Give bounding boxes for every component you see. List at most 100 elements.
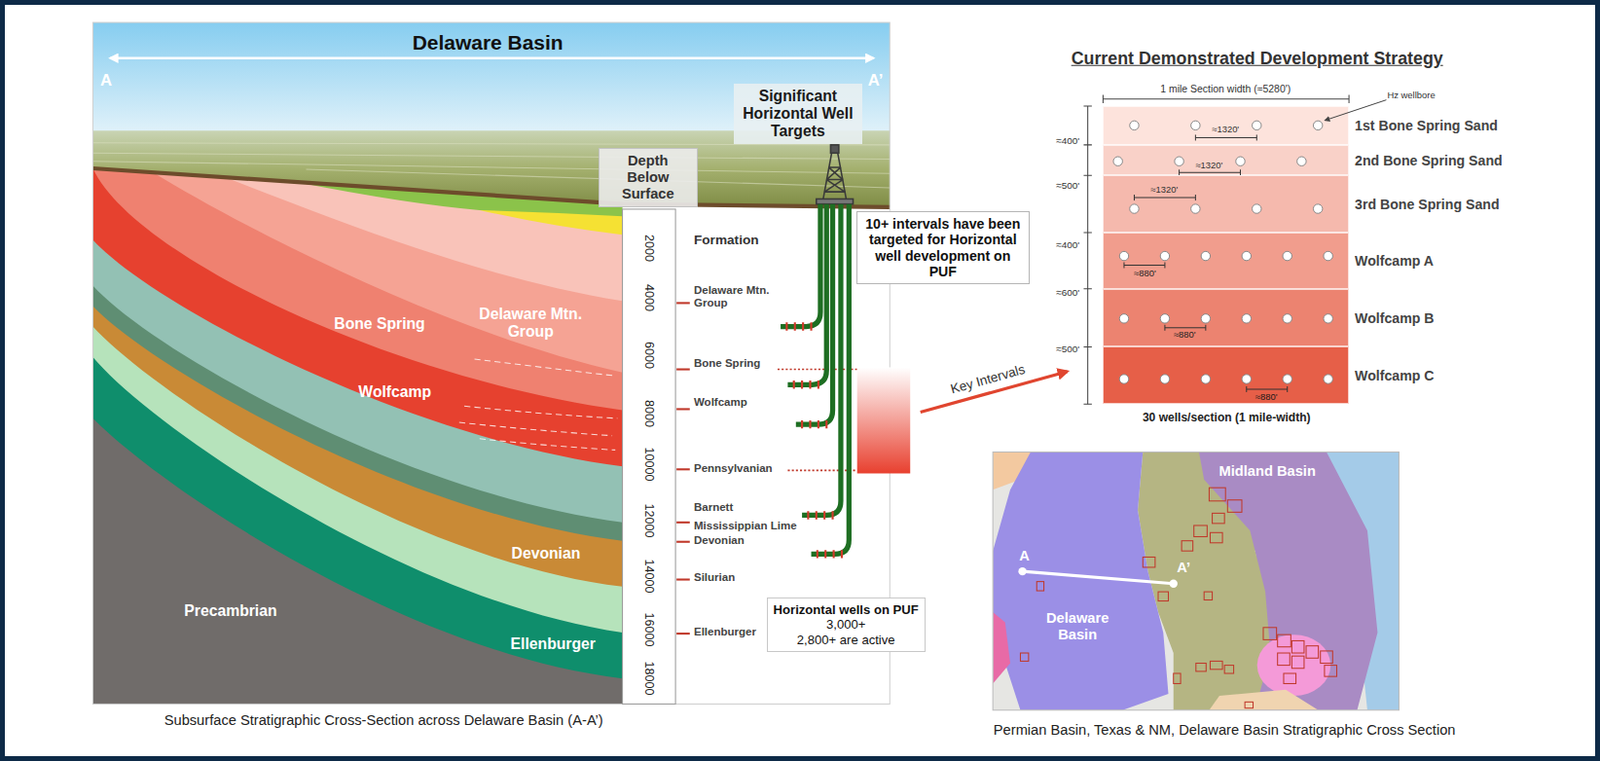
spacing-label: ≈880' (1255, 391, 1278, 402)
thickness-label: ≈500' (1055, 343, 1080, 355)
formation-ticks (676, 302, 691, 634)
well-layout (1103, 145, 1350, 177)
wellbore-marker (1241, 374, 1251, 384)
wellbore-marker (1120, 374, 1129, 384)
depth-value: 14000 (642, 559, 656, 594)
box-heading: Horizontal wells on PUF (773, 602, 919, 618)
arrow-label: Key Intervals (948, 362, 1027, 398)
panel-title: Current Demonstrated Development Strateg… (1071, 48, 1444, 70)
wellbore-marker (1323, 251, 1333, 260)
map-frame (992, 451, 1399, 710)
interval-name: Wolfcamp B (1354, 310, 1434, 327)
depth-value: 4000 (642, 284, 656, 312)
depth-value: 12000 (642, 503, 656, 538)
thickness-label: ≈600' (1055, 287, 1080, 298)
map-section-end: A (1018, 547, 1030, 565)
page-ground (4, 4, 1596, 757)
layer-name: Precambrian (183, 602, 277, 620)
wellbore-marker (1129, 204, 1139, 214)
interval-band: Wolfcamp A (1102, 232, 1349, 290)
formation-name: Pennsylvanian (693, 463, 773, 476)
depth-header-box: Depth Below Surface (598, 147, 698, 208)
depth-value: 10000 (642, 447, 656, 482)
interval-name: 1st Bone Spring Sand (1354, 117, 1498, 134)
dashed-markers (459, 359, 619, 450)
spacing-label: ≈880' (1133, 268, 1157, 280)
callout-arrow (1325, 100, 1387, 121)
spacing-dimension (1179, 169, 1241, 176)
box-value: 3,000+ (773, 617, 919, 632)
spacing-label: ≈1320' (1150, 184, 1178, 196)
wellbore-marker (1120, 251, 1129, 260)
map-region-name: Midland Basin (1219, 463, 1316, 480)
wellbore-marker (1282, 251, 1292, 260)
section-end: A (100, 71, 112, 90)
interval-name: Wolfcamp A (1354, 253, 1434, 269)
intervals-note-box: 10+ intervals have been targeted for Hor… (856, 211, 1030, 285)
key-interval-bar (857, 366, 911, 473)
section-end: A’ (868, 71, 884, 90)
wellbore-marker (1282, 313, 1292, 323)
wellbore-marker (1282, 374, 1292, 384)
wellbore-marker (1201, 251, 1211, 260)
formation-name: Mississippian Lime (693, 519, 798, 533)
figure-caption: Subsurface Stratigraphic Cross-Section a… (164, 712, 604, 729)
well-targets-box: Significant Horizontal Well Targets (733, 83, 863, 145)
wellbore-marker (1252, 120, 1262, 130)
strata (92, 168, 622, 704)
formation-name: Wolfcamp (693, 397, 748, 410)
formation-name: Delaware Mtn. Group (693, 284, 792, 311)
wellbore-marker (1313, 120, 1323, 130)
map-region-name: Delaware Basin (1038, 610, 1117, 644)
layer-name: Ellenburger (510, 635, 596, 654)
layer-name: Devonian (511, 545, 582, 563)
wellbore-marker (1241, 251, 1251, 260)
depth-value: 8000 (642, 400, 656, 428)
wellbore-marker (1113, 156, 1123, 166)
wellbore-marker (1313, 204, 1323, 214)
depth-value: 2000 (642, 234, 656, 262)
horizontal-wells (780, 204, 849, 555)
box-heading: Depth Below Surface (605, 152, 691, 203)
well-count-note: 30 wells/section (1 mile-width) (1142, 411, 1311, 426)
thickness-label: ≈400' (1055, 239, 1080, 251)
formation-name: Devonian (693, 534, 745, 547)
wellbore-marker (1120, 313, 1129, 323)
section-width-dimension (1102, 95, 1349, 104)
spacing-dimension (1196, 134, 1258, 141)
well-count-box: Horizontal wells on PUF3,000+2,800+ are … (766, 597, 926, 652)
formation-name: Ellenburger (693, 625, 757, 639)
spacing-label: ≈1320' (1211, 124, 1239, 136)
depth-value: 16000 (642, 612, 656, 647)
formation-name: Bone Spring (693, 358, 761, 371)
interval-band: 2nd Bone Spring Sand (1102, 145, 1349, 176)
basin-map (992, 451, 1399, 710)
figure-caption: Permian Basin, Texas & NM, Delaware Basi… (993, 721, 1456, 738)
well-layout (1103, 290, 1350, 349)
wellbore-marker (1236, 156, 1245, 166)
formation-name: Silurian (693, 572, 735, 585)
drilling-rig (816, 145, 854, 205)
spacing-label: ≈1320' (1195, 159, 1223, 171)
map-section-end: A’ (1176, 559, 1191, 577)
depth-value: 18000 (642, 661, 656, 696)
wellbore-marker (1323, 374, 1333, 384)
interval-name: 3rd Bone Spring Sand (1354, 196, 1500, 213)
wellbore-marker (1252, 204, 1262, 214)
wellbore-marker (1161, 251, 1170, 260)
layer-name: Bone Spring (333, 315, 425, 333)
interval-band: Wolfcamp B (1102, 289, 1349, 348)
callout-label: Hz wellbore (1386, 89, 1435, 101)
thickness-dimension (1083, 106, 1091, 404)
box-value: 2,800+ are active (773, 632, 919, 648)
depth-ruler (622, 209, 677, 705)
well-layout (1103, 347, 1350, 405)
box-heading: 10+ intervals have been targeted for Hor… (863, 216, 1023, 280)
wellbore-marker (1161, 313, 1170, 323)
wellbore-marker (1323, 313, 1333, 323)
wellbore-marker (1174, 156, 1184, 166)
wellbore-marker (1191, 204, 1200, 214)
thickness-label: ≈400' (1055, 135, 1080, 146)
dimension-label: 1 mile Section width (≈5280') (1160, 83, 1291, 96)
